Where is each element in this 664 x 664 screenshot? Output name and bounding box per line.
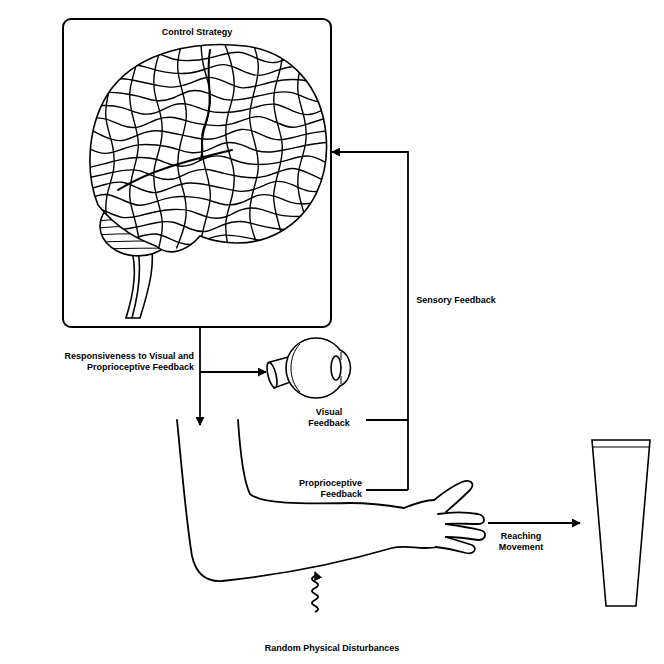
ring-finger bbox=[436, 537, 475, 553]
spinal-cord-line bbox=[132, 250, 140, 318]
gyrus-line bbox=[88, 195, 326, 206]
thumb bbox=[434, 481, 472, 512]
sulcus-line bbox=[106, 40, 116, 248]
sulcus-line bbox=[250, 40, 259, 248]
cerebellum-fold bbox=[96, 254, 180, 256]
gyrus-line bbox=[88, 142, 326, 153]
sensory-label: Sensory Feedback bbox=[416, 295, 496, 306]
arm-outline-upper bbox=[238, 420, 434, 508]
arm-outline-lower bbox=[177, 420, 424, 581]
reaching-label: Reaching Movement bbox=[488, 531, 554, 553]
eye-drawing bbox=[265, 338, 351, 398]
proprioceptive-label: Proprioceptive Feedback bbox=[270, 478, 362, 500]
gyrus-line bbox=[88, 52, 326, 63]
visual-label: Visual Feedback bbox=[296, 407, 362, 429]
gyrus-line bbox=[88, 104, 326, 115]
lateral-sulcus bbox=[118, 150, 232, 190]
cup-drawing bbox=[592, 440, 650, 606]
sulcus-line bbox=[274, 40, 285, 248]
cup-body bbox=[592, 440, 650, 606]
reaching-arrow bbox=[488, 522, 580, 524]
middle-finger bbox=[446, 524, 485, 540]
lens bbox=[331, 356, 341, 380]
retina-line bbox=[291, 344, 300, 392]
gyrus-line bbox=[88, 218, 326, 232]
to-eye-arrow bbox=[200, 371, 266, 373]
sulcus-line bbox=[223, 40, 234, 248]
feedback-lines bbox=[200, 152, 580, 612]
brain-box: Control Strategy bbox=[62, 18, 332, 328]
arm-drawing bbox=[177, 420, 485, 581]
optic-nerve-end bbox=[265, 361, 279, 388]
visual-feedback-line bbox=[366, 419, 408, 421]
sulcus-line bbox=[199, 40, 210, 248]
disturbance-label: Random Physical Disturbances bbox=[212, 643, 452, 654]
proprioceptive-feedback-line bbox=[366, 489, 408, 491]
palm-line bbox=[424, 547, 436, 548]
disturbance-arrow bbox=[312, 572, 318, 612]
gyrus-line bbox=[88, 156, 326, 168]
responsiveness-label: Responsiveness to Visual and Propriocept… bbox=[40, 351, 194, 373]
cup-rim bbox=[593, 447, 649, 448]
down-arrow bbox=[199, 328, 201, 425]
gyrus-line bbox=[88, 128, 326, 140]
central-sulcus bbox=[200, 50, 210, 160]
sensory-feedback-arrow bbox=[332, 152, 408, 490]
box-title: Control Strategy bbox=[64, 27, 330, 37]
gyrus-line bbox=[88, 233, 326, 244]
iris bbox=[341, 352, 342, 384]
sulcus-line bbox=[177, 40, 187, 248]
sulcus-line bbox=[154, 40, 165, 248]
brain-drawing bbox=[88, 40, 327, 318]
gyrus-line bbox=[88, 65, 326, 76]
index-finger bbox=[438, 513, 484, 525]
sulcus-line bbox=[130, 40, 141, 248]
gyrus-line bbox=[88, 90, 326, 103]
sulcus-line bbox=[298, 40, 309, 248]
eyeball bbox=[286, 338, 346, 398]
